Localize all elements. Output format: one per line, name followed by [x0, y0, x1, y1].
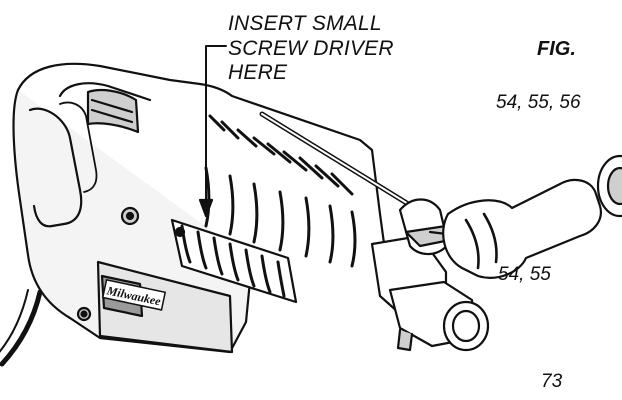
figure-label: FIG.	[537, 38, 576, 60]
depth-gauge-rod	[259, 111, 421, 213]
handle-band	[86, 89, 140, 134]
figure-ref-upper: 54, 55, 56	[496, 92, 581, 113]
body-grooves	[204, 166, 357, 268]
side-grip-rear	[59, 101, 98, 193]
housing-screw	[76, 206, 186, 322]
callout-line-2: SCREW DRIVER	[228, 36, 394, 60]
side-handle	[442, 154, 622, 279]
power-cord	[0, 289, 43, 367]
callout-line-1: INSERT SMALL	[228, 12, 382, 35]
figure-ref-lower: 54, 55	[498, 264, 551, 285]
side-slot-panel	[170, 218, 298, 304]
callout-leader-arrow	[198, 45, 227, 218]
callout-line-3: HERE	[228, 61, 288, 84]
page-number: 73	[541, 371, 563, 392]
screwdriver-callout: INSERT SMALL SCREW DRIVER HERE	[228, 12, 394, 86]
ventilation-ribs	[208, 114, 354, 196]
